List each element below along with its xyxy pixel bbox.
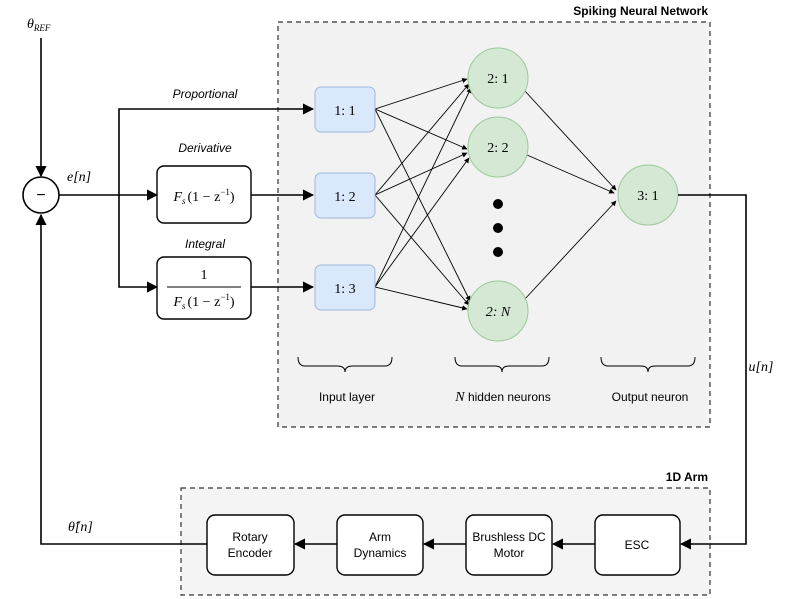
integral-path-in (118, 195, 159, 293)
input-node-1-label: 1: 1 (334, 104, 355, 119)
feedback-signal-label: θ̂[n] (68, 520, 93, 535)
input-hidden-synapses (374, 77, 472, 311)
output-neuron-label: 3: 1 (637, 189, 658, 204)
hidden-neuron-n-label: 2: N (486, 305, 511, 320)
error-signal-label: e[n] (67, 170, 91, 185)
arm-dynamics-label-line1: Arm (369, 530, 391, 544)
input-node-3-label: 1: 3 (334, 282, 355, 297)
control-signal-wire (678, 194, 747, 550)
input-layer-brace (297, 356, 393, 373)
arm-title: 1D Arm (666, 470, 708, 484)
hidden-layer-label: N hidden neurons (454, 390, 550, 405)
integral-label: Integral (185, 237, 225, 251)
motor-label-line1: Brushless DC (472, 530, 546, 544)
arm-dynamics-label-line2: Dynamics (354, 546, 407, 560)
integral-numerator: 1 (201, 268, 208, 283)
hidden-neuron-n (467, 280, 529, 342)
feedback-wire (35, 213, 207, 545)
esc-label: ESC (625, 538, 650, 552)
derivative-expression: Fs(1 − z−1) (172, 187, 234, 206)
input-node-2-label: 1: 2 (334, 190, 355, 205)
hidden-neuron-2-label: 2: 2 (487, 141, 508, 156)
output-layer-label: Output neuron (612, 390, 689, 404)
integral-block (156, 256, 252, 320)
snn-title: Spiking Neural Network (573, 4, 708, 18)
motor-block (465, 514, 553, 576)
proportional-label: Proportional (173, 87, 238, 101)
ellipsis-dots (493, 199, 503, 257)
hidden-layer-brace (454, 356, 550, 373)
derivative-label: Derivative (178, 141, 232, 155)
motor-label-line2: Motor (494, 546, 525, 560)
reference-label: θREF (27, 17, 51, 33)
encoder-label-line1: Rotary (232, 530, 267, 544)
hidden-neuron-1 (467, 47, 529, 109)
encoder-label-line2: Encoder (228, 546, 273, 560)
control-signal-label: u[n] (749, 360, 774, 375)
hidden-output-synapses (523, 89, 617, 301)
encoder-block (206, 514, 295, 576)
summing-sign: − (36, 187, 45, 204)
input-node-3 (314, 264, 376, 311)
output-layer-brace (600, 356, 696, 373)
hidden-neuron-2 (467, 116, 529, 178)
input-node-1 (314, 86, 376, 133)
arm-dynamics-block (336, 514, 424, 576)
hidden-neuron-1-label: 2: 1 (487, 72, 508, 87)
input-node-2 (314, 172, 376, 219)
integral-denominator: Fs(1 − z−1) (172, 292, 234, 311)
input-layer-label: Input layer (319, 390, 375, 404)
esc-block (594, 514, 681, 576)
proportional-path (118, 103, 315, 195)
